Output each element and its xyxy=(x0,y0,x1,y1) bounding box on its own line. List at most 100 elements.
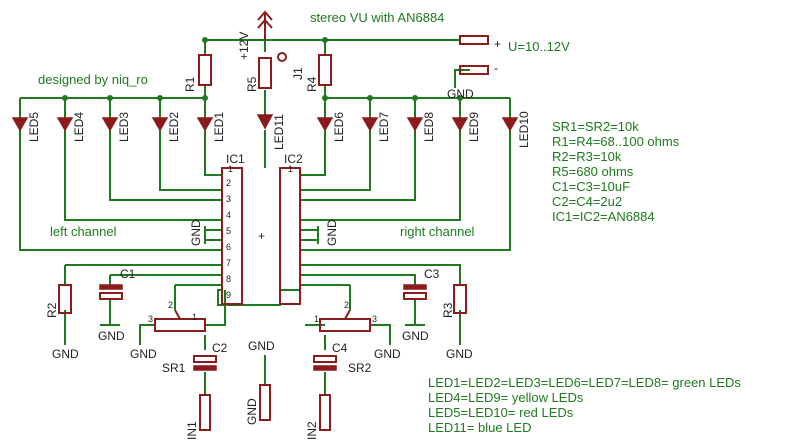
c4-plate-b xyxy=(313,365,337,371)
parts xyxy=(11,10,519,431)
sr2-label: SR2 xyxy=(348,361,372,375)
led4-symbol xyxy=(56,117,74,132)
c3-plate-a xyxy=(403,284,427,290)
ic2-label: IC2 xyxy=(284,152,303,166)
led3-symbol xyxy=(101,117,119,132)
r3-body xyxy=(453,284,467,314)
led9-symbol xyxy=(451,117,469,132)
svg-text:GND: GND xyxy=(374,347,401,361)
r2-body xyxy=(58,284,72,314)
supply-plus: + xyxy=(494,37,501,51)
led7-symbol xyxy=(361,117,379,132)
led11-symbol xyxy=(256,114,274,130)
r4-body xyxy=(318,54,332,86)
svg-text:LED11= blue LED: LED11= blue LED xyxy=(428,420,531,435)
ic1-label: IC1 xyxy=(226,152,245,166)
svg-text:IC1=IC2=AN6884: IC1=IC2=AN6884 xyxy=(552,209,655,224)
svg-text:GND: GND xyxy=(130,347,157,361)
svg-text:LED1: LED1 xyxy=(212,112,226,142)
r3-label: R3 xyxy=(441,302,455,318)
r4-label: R4 xyxy=(305,76,319,92)
c1-label: C1 xyxy=(120,267,136,281)
c1-plate-b xyxy=(99,292,123,300)
in2-label: IN2 xyxy=(305,421,319,440)
junctions xyxy=(62,37,463,101)
c3-label: C3 xyxy=(424,267,440,281)
svg-text:2: 2 xyxy=(226,178,231,188)
r5-label: R5 xyxy=(245,76,259,92)
svg-text:GND: GND xyxy=(248,339,275,353)
c4-plate-a xyxy=(313,355,337,363)
led8-symbol xyxy=(406,117,424,132)
svg-text:LED2: LED2 xyxy=(167,112,181,142)
rail-label: +12V xyxy=(237,32,251,60)
r5-body xyxy=(258,57,272,89)
c3-plate-b xyxy=(403,292,427,300)
ic1-body xyxy=(221,167,243,305)
led-notes: LED1=LED2=LED3=LED6=LED7=LED8= green LED… xyxy=(428,375,741,435)
supply-minus-jack xyxy=(459,65,489,75)
svg-text:GND: GND xyxy=(98,329,125,343)
svg-text:6: 6 xyxy=(226,242,231,252)
r1-label: R1 xyxy=(183,76,197,92)
svg-text:LED4=LED9= yellow LEDs: LED4=LED9= yellow LEDs xyxy=(428,390,584,405)
component-values: SR1=SR2=10k R1=R4=68..100 ohms R2=R3=10k… xyxy=(552,119,680,224)
c1-plate-a xyxy=(99,284,123,290)
c2-label: C2 xyxy=(212,341,228,355)
svg-text:4: 4 xyxy=(226,210,231,220)
svg-text:3: 3 xyxy=(226,194,231,204)
svg-text:LED6: LED6 xyxy=(332,112,346,142)
svg-text:GND: GND xyxy=(402,329,429,343)
r1-body xyxy=(198,54,212,86)
left-channel: left channel xyxy=(50,224,117,239)
jack-gnd-label: GND xyxy=(245,398,259,425)
ic-dot: + xyxy=(258,229,265,243)
svg-text:LED9: LED9 xyxy=(467,112,481,142)
svg-text:LED3: LED3 xyxy=(117,112,131,142)
title: stereo VU with AN6884 xyxy=(310,10,444,25)
svg-text:LED7: LED7 xyxy=(377,112,391,142)
ic2-body xyxy=(279,167,301,305)
svg-text:GND: GND xyxy=(52,347,79,361)
in1-label: IN1 xyxy=(185,421,199,440)
svg-text:C1=C3=10uF: C1=C3=10uF xyxy=(552,179,630,194)
sr1-label: SR1 xyxy=(162,361,186,375)
svg-text:GND: GND xyxy=(189,219,203,246)
c2-plate-a xyxy=(193,355,217,363)
svg-text:C2=C4=2u2: C2=C4=2u2 xyxy=(552,194,622,209)
c4-label: C4 xyxy=(332,341,348,355)
svg-text:LED4: LED4 xyxy=(72,112,86,142)
led1-symbol xyxy=(196,117,214,132)
sr1-pin-1: 1 xyxy=(192,312,197,322)
svg-text:R5=680 ohms: R5=680 ohms xyxy=(552,164,634,179)
svg-text:5: 5 xyxy=(226,226,231,236)
sr1-body xyxy=(154,318,206,332)
led-labels: LED5 LED4 LED3 LED2 LED1 LED11 LED6 LED7… xyxy=(27,111,531,150)
in2-jack xyxy=(319,394,331,431)
ic1-pin-labels: 2 3 4 5 6 7 8 9 xyxy=(226,178,231,300)
r2-label: R2 xyxy=(45,302,59,318)
led10-symbol xyxy=(501,117,519,132)
c2-plate-b xyxy=(193,365,217,371)
supply-minus: - xyxy=(494,61,498,75)
svg-text:9: 9 xyxy=(226,290,231,300)
sr1-pin-2: 2 xyxy=(168,300,173,310)
svg-text:LED11: LED11 xyxy=(272,114,286,150)
svg-text:LED5=LED10= red LEDs: LED5=LED10= red LEDs xyxy=(428,405,574,420)
sr2-pin-2: 2 xyxy=(344,300,349,310)
credit: designed by niq_ro xyxy=(38,72,148,87)
gnd-jack xyxy=(259,384,271,421)
right-channel: right channel xyxy=(400,224,475,239)
in1-jack xyxy=(199,394,211,431)
svg-text:R2=R3=10k: R2=R3=10k xyxy=(552,149,622,164)
supply-plus-jack xyxy=(459,35,489,45)
svg-text:LED10: LED10 xyxy=(517,111,531,148)
gnd-labels: GND GND GND GND GND GND GND GND GND xyxy=(52,219,473,361)
svg-text:LED1=LED2=LED3=LED6=LED7=LED8=: LED1=LED2=LED3=LED6=LED7=LED8= green LED… xyxy=(428,375,741,390)
sr2-body xyxy=(319,318,371,332)
supply-voltage: U=10..12V xyxy=(508,39,570,54)
svg-text:SR1=SR2=10k: SR1=SR2=10k xyxy=(552,119,639,134)
svg-text:GND: GND xyxy=(325,219,339,246)
sr1-pin-3: 3 xyxy=(148,314,153,324)
